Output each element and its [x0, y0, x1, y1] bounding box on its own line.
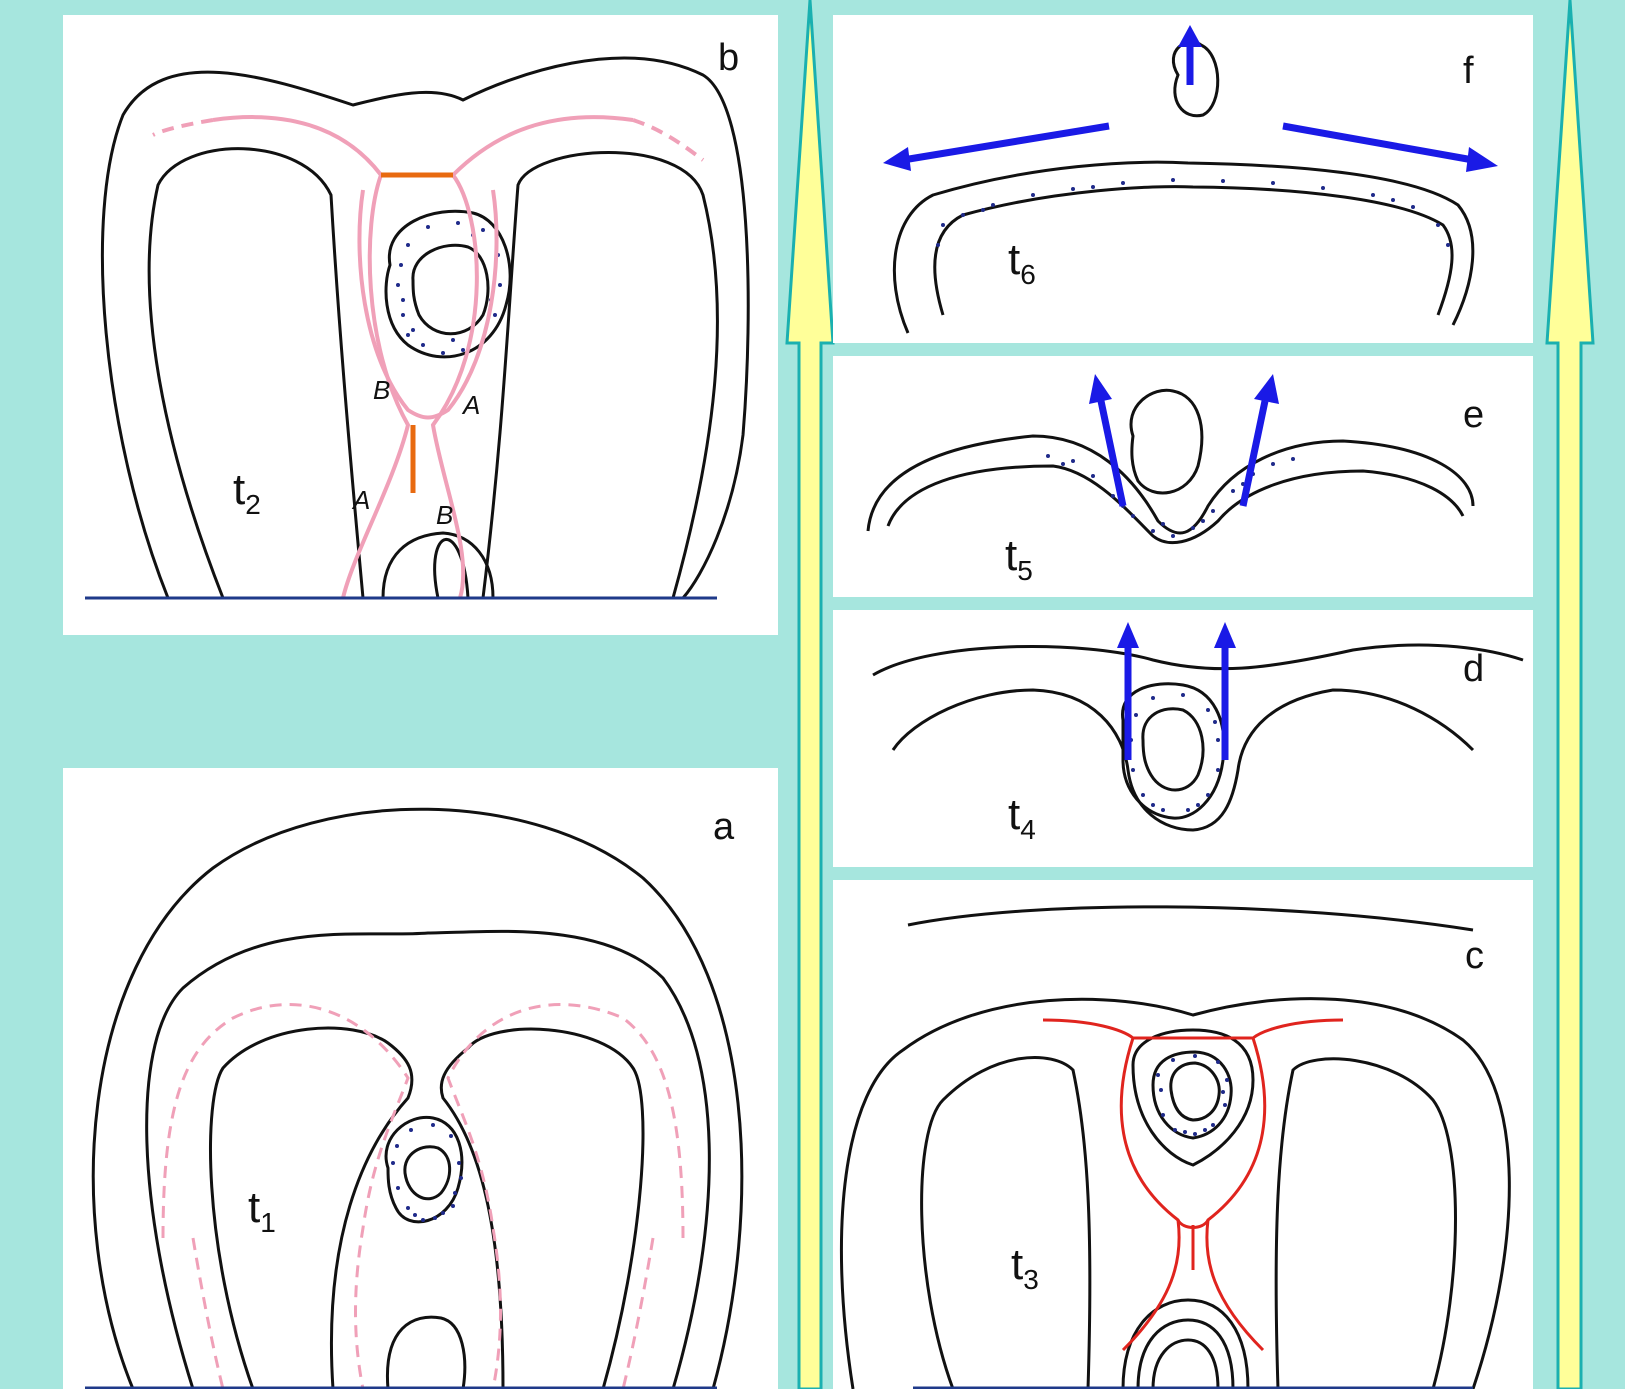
panel-b-diagram: [63, 15, 778, 635]
panel-label-c: c: [1465, 935, 1484, 978]
time-label-sub: 6: [1020, 259, 1036, 290]
panel-label-e: e: [1463, 394, 1484, 437]
time-label-t4: t4: [1008, 790, 1036, 846]
timeline-arrow-left: [787, 0, 833, 1389]
panel-b: b t2 B A A B: [63, 15, 778, 635]
time-label-t3: t3: [1011, 1240, 1039, 1296]
time-label-main: t: [1011, 1240, 1023, 1289]
time-label-sub: 2: [245, 489, 261, 520]
panel-label-a: a: [713, 806, 734, 849]
time-label-main: t: [1005, 531, 1017, 580]
panel-c-diagram: [833, 880, 1533, 1389]
panel-a: a t1: [63, 768, 778, 1389]
time-label-main: t: [233, 465, 245, 514]
panel-c: c t3: [833, 880, 1533, 1389]
panel-f-diagram: [833, 15, 1533, 343]
region-label-b-upper: B: [373, 375, 390, 406]
region-label-b-lower: B: [436, 500, 453, 531]
panel-d-diagram: [833, 610, 1533, 867]
panel-label-b: b: [718, 37, 739, 80]
region-label-a-upper: A: [463, 390, 480, 421]
time-label-t2: t2: [233, 465, 261, 521]
time-label-main: t: [1008, 235, 1020, 284]
panel-f: f t6: [833, 15, 1533, 343]
panel-a-diagram: [63, 768, 778, 1389]
panel-e-diagram: [833, 356, 1533, 597]
panel-e: e t5: [833, 356, 1533, 597]
time-label-sub: 4: [1020, 814, 1036, 845]
panel-d: d t4: [833, 610, 1533, 867]
time-label-t6: t6: [1008, 235, 1036, 291]
panel-label-f: f: [1463, 50, 1474, 93]
time-label-main: t: [248, 1183, 260, 1232]
time-label-sub: 1: [260, 1207, 276, 1238]
time-label-t1: t1: [248, 1183, 276, 1239]
time-label-sub: 3: [1023, 1264, 1039, 1295]
time-label-main: t: [1008, 790, 1020, 839]
panel-label-d: d: [1463, 648, 1484, 691]
time-label-t5: t5: [1005, 531, 1033, 587]
timeline-arrow-right: [1547, 0, 1593, 1389]
time-label-sub: 5: [1017, 555, 1033, 586]
region-label-a-lower: A: [353, 485, 370, 516]
